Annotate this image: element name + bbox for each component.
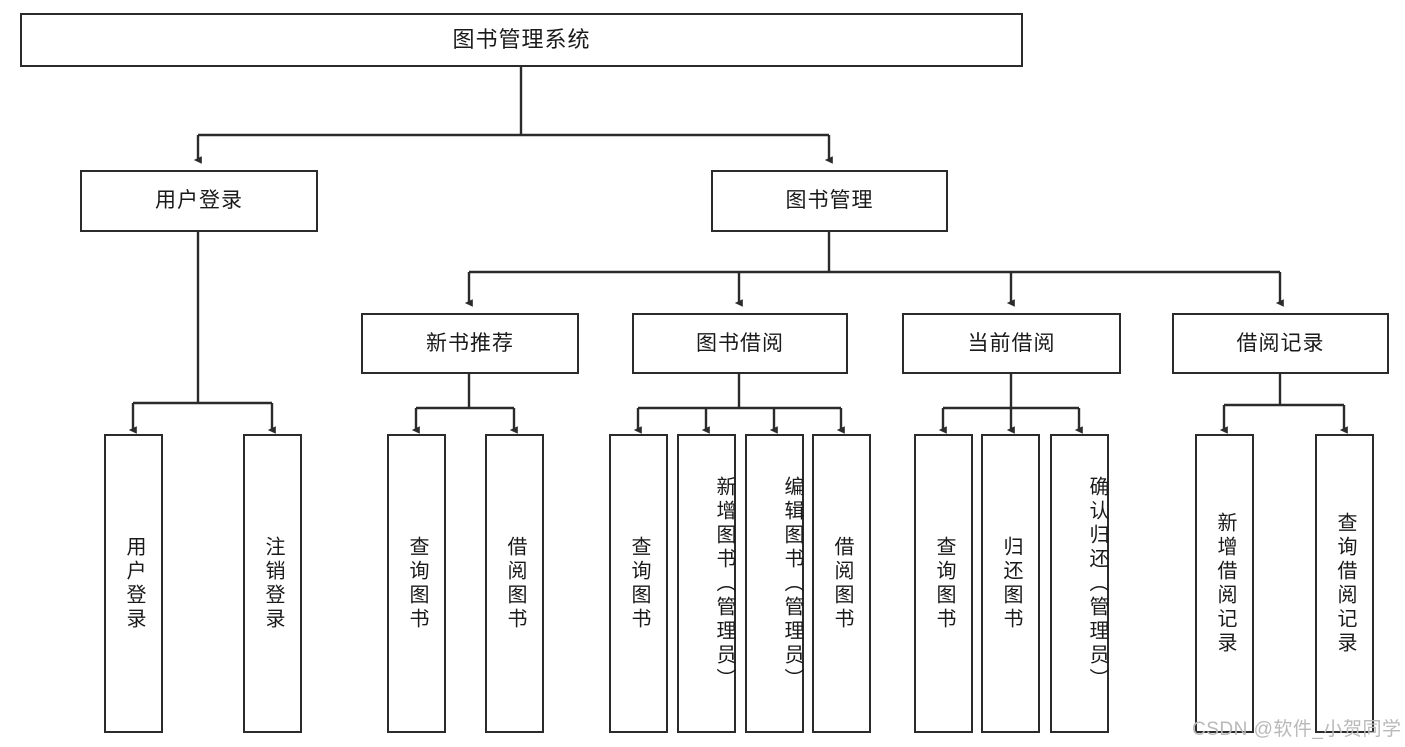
leaf-book-borrow-edit[interactable]: 编辑图书（管理员） [745, 434, 804, 733]
node-label: 当前借阅 [967, 331, 1056, 355]
node-label: 新书推荐 [426, 331, 514, 355]
leaf-book-borrow-add[interactable]: 新增图书（管理员） [677, 434, 736, 733]
node-label: 图书借阅 [696, 331, 784, 355]
node-label: 编辑图书（管理员） [781, 475, 803, 692]
node-borrow-record[interactable]: 借阅记录 [1172, 313, 1389, 374]
node-label: 确认归还（管理员） [1086, 475, 1108, 692]
leaf-user-login-signin[interactable]: 用户登录 [104, 434, 163, 733]
node-label: 新增图书（管理员） [713, 475, 735, 692]
leaf-current-borrow-query[interactable]: 查询图书 [914, 434, 973, 733]
node-label: 借阅图书 [831, 535, 853, 632]
node-new-book-recommend[interactable]: 新书推荐 [361, 313, 579, 374]
leaf-borrow-record-query[interactable]: 查询借阅记录 [1315, 434, 1374, 733]
node-label: 归还图书 [1000, 535, 1022, 632]
leaf-book-borrow-query[interactable]: 查询图书 [609, 434, 668, 733]
leaf-current-borrow-confirm-return[interactable]: 确认归还（管理员） [1050, 434, 1109, 733]
node-book-management[interactable]: 图书管理 [711, 170, 948, 232]
leaf-book-borrow-borrow[interactable]: 借阅图书 [812, 434, 871, 733]
node-root-system[interactable]: 图书管理系统 [20, 13, 1023, 67]
node-book-borrow[interactable]: 图书借阅 [632, 313, 848, 374]
node-label: 用户登录 [155, 189, 243, 213]
leaf-borrow-record-add[interactable]: 新增借阅记录 [1195, 434, 1254, 733]
node-label: 图书管理 [785, 189, 874, 213]
node-label: 借阅图书 [504, 535, 526, 632]
node-label: 查询借阅记录 [1334, 511, 1356, 656]
leaf-new-book-borrow[interactable]: 借阅图书 [485, 434, 544, 733]
node-label: 查询图书 [406, 535, 428, 632]
node-label: 用户登录 [123, 535, 145, 632]
node-label: 新增借阅记录 [1214, 511, 1236, 656]
leaf-current-borrow-return[interactable]: 归还图书 [981, 434, 1040, 733]
node-label: 注销登录 [262, 535, 284, 632]
node-current-borrow[interactable]: 当前借阅 [902, 313, 1121, 374]
node-user-login[interactable]: 用户登录 [80, 170, 318, 232]
node-label: 图书管理系统 [452, 26, 591, 52]
node-label: 查询图书 [628, 535, 650, 632]
leaf-new-book-query[interactable]: 查询图书 [387, 434, 446, 733]
node-label: 借阅记录 [1236, 331, 1325, 355]
node-label: 查询图书 [933, 535, 955, 632]
leaf-user-login-signout[interactable]: 注销登录 [243, 434, 302, 733]
watermark-text: CSDN @软件_小贺同学 [1192, 719, 1402, 740]
